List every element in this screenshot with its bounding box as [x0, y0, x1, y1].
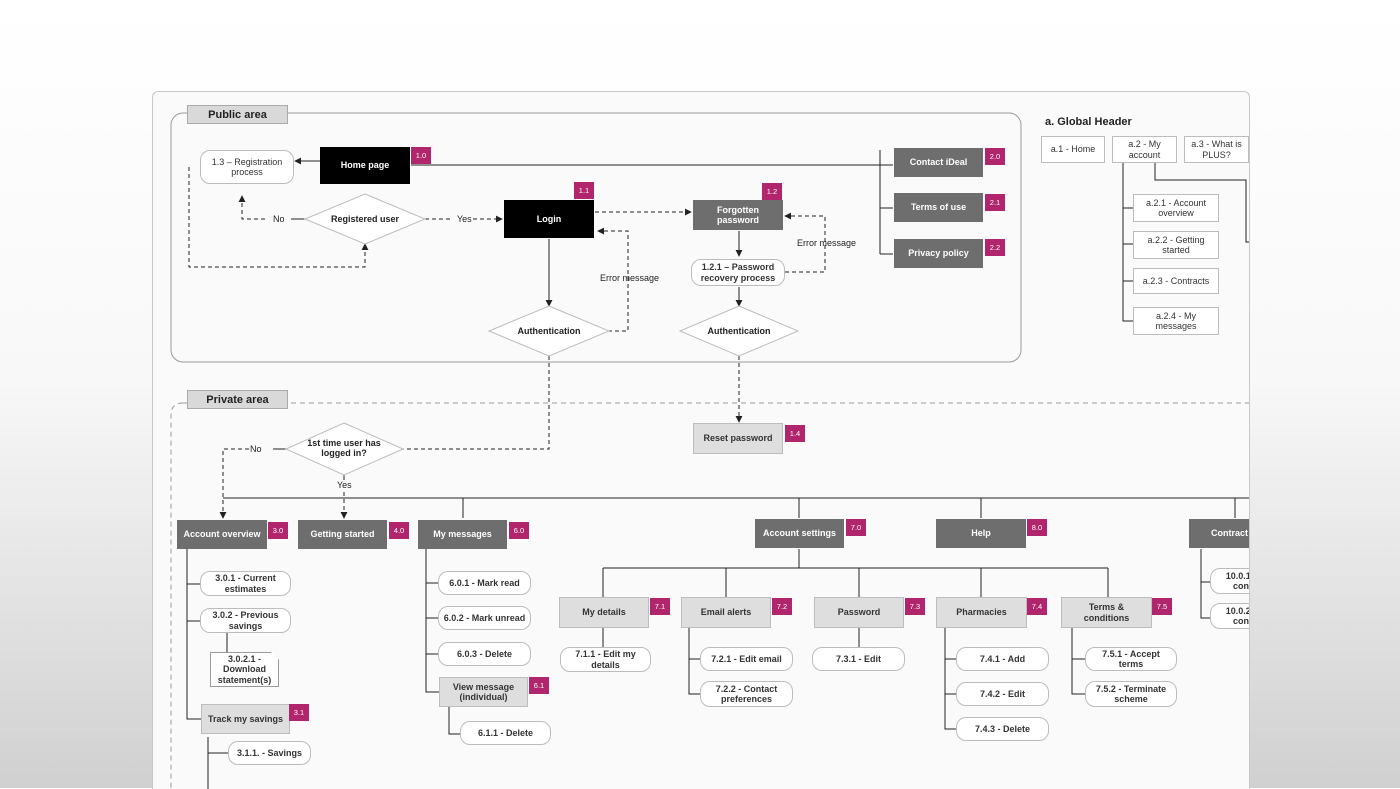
privacy-policy-node[interactable]: Privacy policy — [894, 239, 983, 268]
global-my-account-node[interactable]: a.2 - My account — [1112, 136, 1177, 163]
privacy-policy-badge: 2.2 — [985, 239, 1005, 256]
password-badge: 7.3 — [905, 598, 925, 615]
no-label: No — [273, 214, 285, 224]
password-node[interactable]: Password — [814, 597, 904, 628]
getting-started-badge: 4.0 — [389, 522, 409, 539]
first-time-user-decision: 1st time user has logged in? — [307, 438, 381, 459]
terms-of-use-badge: 2.1 — [985, 194, 1005, 211]
home-page-node[interactable]: Home page — [320, 147, 410, 184]
global-what-is-plus-node[interactable]: a.3 - What is PLUS? — [1184, 136, 1249, 163]
my-details-badge: 7.1 — [650, 598, 670, 615]
registration-process-node[interactable]: 1.3 – Registration process — [200, 150, 294, 184]
account-overview-badge: 3.0 — [268, 522, 288, 539]
sitemap-canvas: Public area Private area Home page 1.0 1… — [152, 91, 1250, 789]
global-home-node[interactable]: a.1 - Home — [1041, 136, 1105, 163]
delete-message-node[interactable]: 6.0.3 - Delete — [438, 642, 531, 666]
authentication-decision-left: Authentication — [517, 326, 581, 336]
global-header-title: a. Global Header — [1045, 116, 1132, 128]
reset-password-node[interactable]: Reset password — [693, 423, 783, 454]
track-my-savings-node[interactable]: Track my savings — [201, 704, 290, 734]
edit-email-node[interactable]: 7.2.1 - Edit email — [700, 647, 793, 671]
previous-savings-node[interactable]: 3.0.2 - Previous savings — [200, 608, 291, 633]
mark-unread-node[interactable]: 6.0.2 - Mark unread — [438, 606, 531, 630]
forgotten-password-badge: 1.2 — [762, 183, 782, 200]
current-estimates-node[interactable]: 3.0.1 - Current estimates — [200, 571, 291, 596]
contracts-child-1-node[interactable]: 10.0.1 - con — [1210, 568, 1249, 594]
error-message-label-left: Error message — [600, 273, 660, 283]
account-settings-node[interactable]: Account settings — [755, 519, 844, 548]
terms-of-use-node[interactable]: Terms of use — [894, 193, 983, 222]
help-badge: 8.0 — [1027, 519, 1047, 536]
my-messages-node[interactable]: My messages — [418, 520, 507, 549]
yes-label-private: Yes — [337, 480, 352, 490]
global-my-messages-node[interactable]: a.2.4 - My messages — [1133, 307, 1219, 335]
contracts-child-2-node[interactable]: 10.0.2 - con — [1210, 603, 1249, 629]
password-recovery-node[interactable]: 1.2.1 – Password recovery process — [691, 259, 785, 286]
mark-read-node[interactable]: 6.0.1 - Mark read — [438, 571, 531, 595]
account-overview-node[interactable]: Account overview — [177, 520, 267, 549]
email-alerts-badge: 7.2 — [772, 598, 792, 615]
private-area-tab: Private area — [187, 390, 288, 409]
email-alerts-node[interactable]: Email alerts — [681, 597, 771, 628]
public-area-tab: Public area — [187, 105, 288, 124]
download-statements-node[interactable]: 3.0.2.1 - Download statement(s) — [210, 652, 279, 687]
login-badge: 1.1 — [574, 182, 594, 199]
terms-conditions-badge: 7.5 — [1152, 598, 1172, 615]
edit-pharmacy-node[interactable]: 7.4.2 - Edit — [956, 682, 1049, 706]
view-message-node[interactable]: View message (individual) — [439, 677, 528, 707]
terms-conditions-node[interactable]: Terms & conditions — [1061, 597, 1152, 628]
account-settings-badge: 7.0 — [846, 519, 866, 536]
authentication-decision-right: Authentication — [707, 326, 771, 336]
error-message-label-right: Error message — [797, 238, 857, 248]
no-label-private: No — [250, 444, 262, 454]
home-page-badge: 1.0 — [411, 147, 431, 164]
accept-terms-node[interactable]: 7.5.1 - Accept terms — [1085, 647, 1177, 671]
delete-individual-message-node[interactable]: 6.1.1 - Delete — [460, 721, 551, 745]
terminate-scheme-node[interactable]: 7.5.2 - Terminate scheme — [1085, 681, 1177, 707]
global-contracts-node[interactable]: a.2.3 - Contracts — [1133, 268, 1219, 294]
view-message-badge: 6.1 — [529, 677, 549, 694]
forgotten-password-node[interactable]: Forgotten password — [693, 200, 783, 230]
yes-label: Yes — [457, 214, 472, 224]
help-node[interactable]: Help — [936, 519, 1026, 548]
registered-user-decision: Registered user — [330, 214, 400, 224]
edit-my-details-node[interactable]: 7.1.1 - Edit my details — [560, 647, 651, 672]
global-getting-started-node[interactable]: a.2.2 - Getting started — [1133, 231, 1219, 259]
contact-ideal-badge: 2.0 — [985, 148, 1005, 165]
login-node[interactable]: Login — [504, 200, 594, 238]
contracts-node[interactable]: Contract — [1189, 519, 1249, 548]
getting-started-node[interactable]: Getting started — [298, 520, 387, 549]
contact-ideal-node[interactable]: Contact iDeal — [894, 148, 983, 177]
delete-pharmacy-node[interactable]: 7.4.3 - Delete — [956, 717, 1049, 741]
savings-node[interactable]: 3.1.1. - Savings — [228, 741, 311, 765]
track-my-savings-badge: 3.1 — [289, 704, 309, 721]
pharmacies-node[interactable]: Pharmacies — [936, 597, 1027, 628]
my-details-node[interactable]: My details — [559, 597, 649, 628]
edit-password-node[interactable]: 7.3.1 - Edit — [812, 647, 905, 671]
connector-lines — [170, 112, 1249, 789]
add-pharmacy-node[interactable]: 7.4.1 - Add — [956, 647, 1049, 671]
contact-preferences-node[interactable]: 7.2.2 - Contact preferences — [700, 681, 793, 707]
my-messages-badge: 6.0 — [509, 522, 529, 539]
reset-password-badge: 1.4 — [785, 425, 805, 442]
pharmacies-badge: 7.4 — [1027, 598, 1047, 615]
global-account-overview-node[interactable]: a.2.1 - Account overview — [1133, 194, 1219, 222]
